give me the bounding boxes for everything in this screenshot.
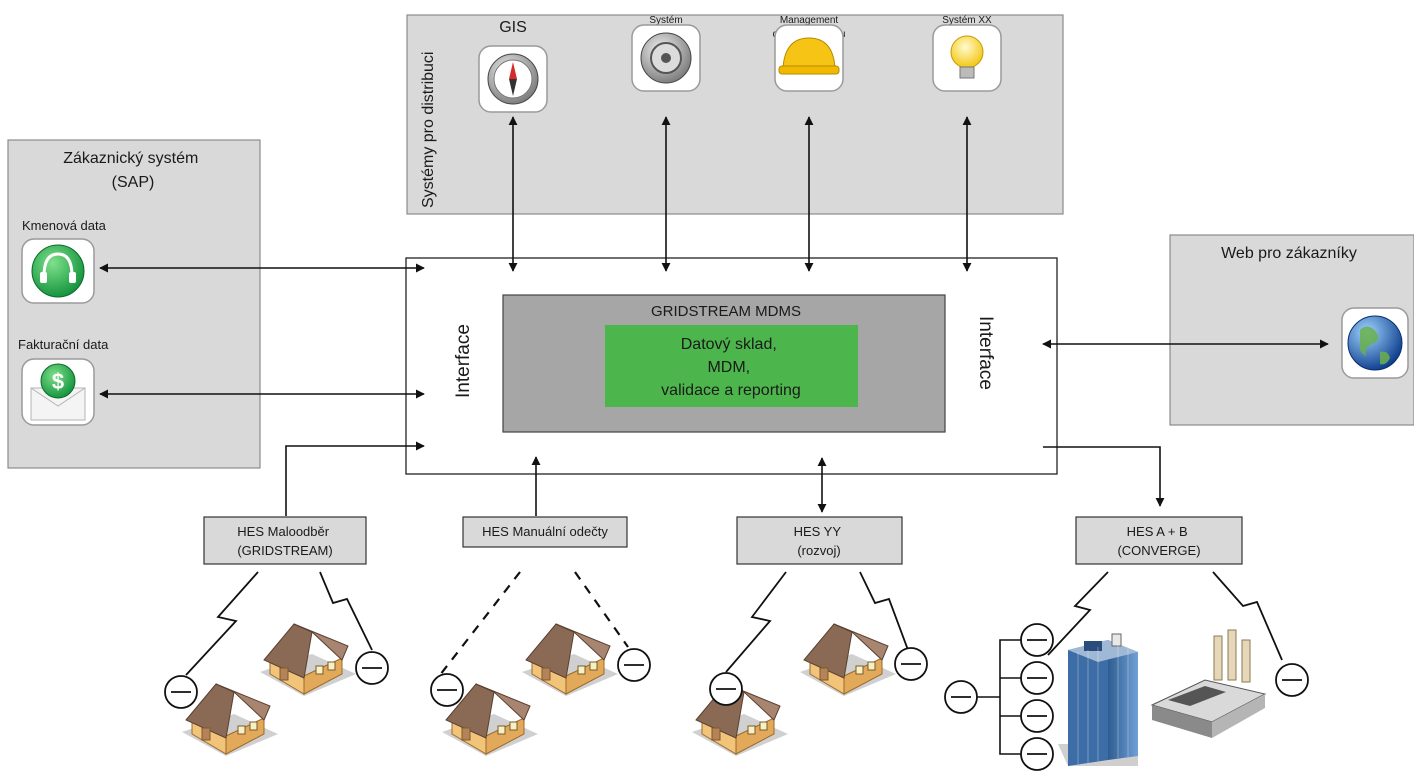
wireless-link	[319, 571, 373, 651]
meter-icon	[430, 673, 464, 707]
distribution-system-label-line: Systém	[649, 15, 682, 26]
meter-icon	[355, 651, 389, 685]
customer-system-title-line: Zákaznický systém	[63, 150, 198, 167]
distribution-system: Systém XX(rozvoj)	[932, 15, 1002, 92]
light-bulb-icon[interactable]	[932, 24, 1002, 92]
distribution-system-label-line: Systém XX	[942, 15, 992, 26]
distribution-system-label-line: Management	[780, 15, 839, 26]
hes-ab-line: (CONVERGE)	[1117, 543, 1200, 558]
hes-ab-line: HES A + B	[1127, 524, 1188, 539]
compass-icon[interactable]	[478, 45, 548, 113]
house-icon	[800, 623, 896, 696]
hes-ab-box	[1075, 516, 1243, 565]
dollar-envelope-icon[interactable]: $	[21, 358, 95, 426]
meter-bus	[977, 639, 1021, 755]
hes-yy-text: HES YY (rozvoj)	[794, 524, 845, 558]
meter-icon	[164, 675, 198, 709]
mdms-core-title: GRIDSTREAM MDMS	[651, 303, 801, 320]
web-title: Web pro zákazníky	[1221, 245, 1357, 262]
hes-boxes: HES Maloodběr (GRIDSTREAM) HES Manuální …	[203, 516, 1243, 565]
meter-icon	[944, 680, 978, 714]
meter-icon	[709, 672, 743, 706]
hes-ab-link	[1043, 446, 1165, 507]
customer-system-title-line: (SAP)	[112, 174, 155, 191]
meter-icon	[617, 648, 651, 682]
distribution-panel: Systémy pro distribuci GIS Systémřízení z…	[406, 14, 1064, 215]
mdms-hub: Interface Interface GRIDSTREAM MDMS Dato…	[405, 257, 1058, 475]
data-warehouse-line: validace a reporting	[661, 382, 801, 399]
billing-data-label: Fakturační data	[18, 337, 109, 352]
house-icon	[522, 623, 618, 696]
hes-manual-text: HES Manuální odečty	[482, 524, 608, 539]
interface-left-label: Interface	[453, 324, 474, 398]
hes-retail-box	[203, 516, 367, 565]
distribution-title: Systémy pro distribuci	[420, 52, 437, 209]
meter-icon	[1275, 663, 1309, 697]
wireless-link	[1047, 571, 1109, 656]
manual-reading-dashed	[439, 571, 521, 676]
hes-retail-line: (GRIDSTREAM)	[237, 543, 332, 558]
meter-icon	[1020, 737, 1054, 771]
manual-reading-dashed	[574, 571, 629, 648]
hes-yy-line: HES YY	[794, 524, 842, 539]
dollar-glyph: $	[52, 369, 64, 394]
distribution-system: Managementdatového skladu	[773, 15, 845, 92]
hes-retail-line: HES Maloodběr	[237, 524, 329, 539]
safe-dial-icon[interactable]	[631, 24, 701, 92]
hes-yy-line: (rozvoj)	[797, 543, 840, 558]
house-icon	[442, 683, 538, 756]
office-tower-icon	[1058, 633, 1138, 766]
wireless-link	[725, 571, 787, 673]
master-data-label: Kmenová data	[22, 218, 107, 233]
connectors	[99, 116, 1329, 516]
distribution-system: GIS	[478, 19, 548, 113]
hes-ab-text: HES A + B (CONVERGE)	[1117, 524, 1200, 558]
customer-system-panel: Zákaznický systém (SAP) Kmenová data Fak…	[7, 139, 261, 469]
meter-icon	[1020, 623, 1054, 657]
house-icon	[182, 683, 278, 756]
wireless-link	[1212, 571, 1283, 661]
globe-icon[interactable]	[1341, 307, 1409, 379]
house-icon	[260, 623, 356, 696]
interface-right-label: Interface	[975, 316, 996, 390]
data-warehouse-line: MDM,	[707, 359, 750, 376]
wireless-links	[185, 571, 1283, 676]
customer-system-title: Zákaznický systém (SAP)	[63, 150, 203, 191]
hes-manual-box	[462, 516, 628, 548]
hard-hat-icon[interactable]	[774, 24, 844, 92]
data-warehouse-box	[605, 325, 858, 407]
hes-retail-text: HES Maloodběr (GRIDSTREAM)	[237, 524, 332, 558]
meter-icon	[1020, 661, 1054, 695]
distribution-system-label-line: GIS	[499, 19, 527, 36]
hes-yy-box	[736, 516, 903, 565]
distribution-system: Systémřízení zátěže	[631, 15, 701, 92]
headset-icon[interactable]	[21, 238, 95, 304]
meter-icon	[894, 647, 928, 681]
factory-icon	[1150, 629, 1267, 738]
distribution-system-label: GIS	[499, 19, 527, 36]
wireless-link	[859, 571, 909, 651]
data-warehouse-text: Datový sklad, MDM, validace a reporting	[661, 336, 801, 399]
web-panel: Web pro zákazníky	[1169, 234, 1414, 426]
meter-icon	[1020, 699, 1054, 733]
wireless-link	[185, 571, 259, 676]
hes-retail-link	[285, 441, 425, 516]
data-warehouse-line: Datový sklad,	[681, 336, 777, 353]
